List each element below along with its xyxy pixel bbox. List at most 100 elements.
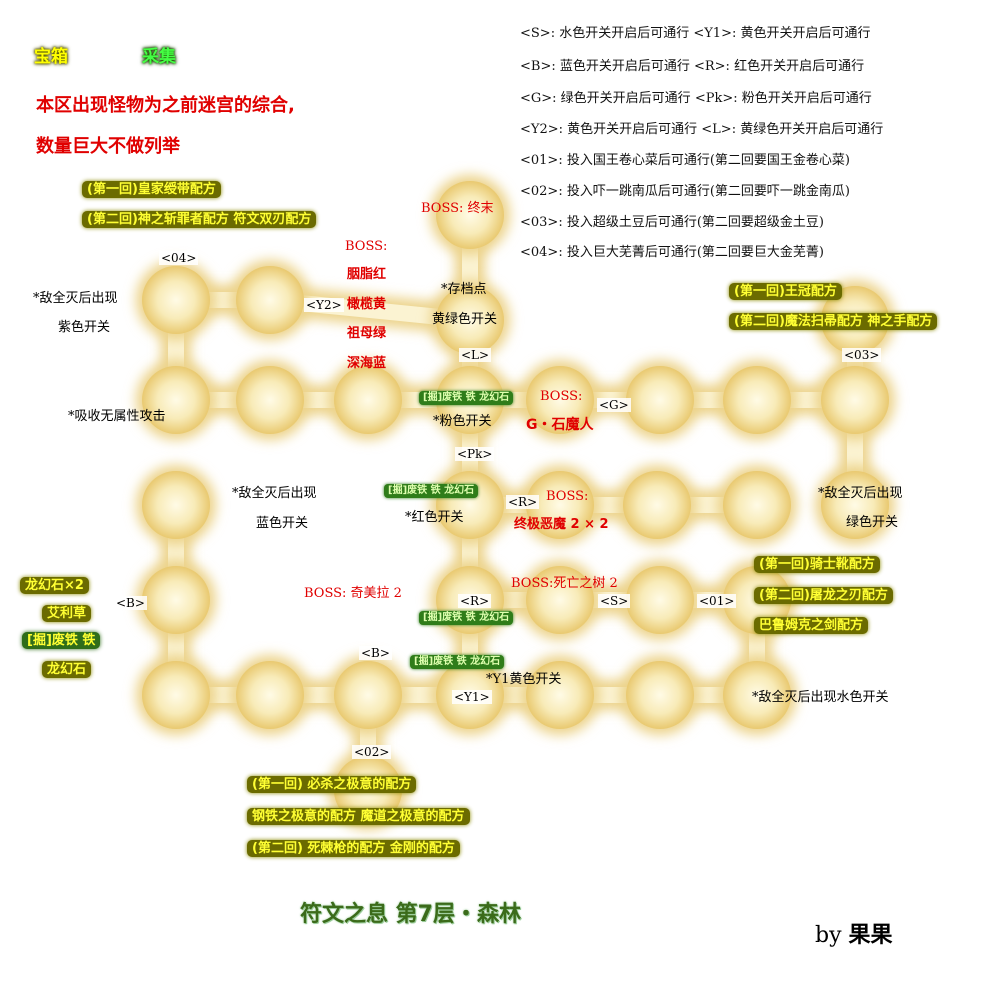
boss-chimera: BOSS: 奇美拉 2 bbox=[304, 586, 402, 601]
chest-e-3: 巴鲁姆克之剑配方 bbox=[754, 617, 869, 634]
legend-line-2: <B>: 蓝色开关开启后可通行 <R>: 红色开关开启后可通行 bbox=[520, 59, 865, 74]
credit-name: 果果 bbox=[848, 923, 893, 948]
chest-nw-2: (第二回)神之斩罪者配方 符文双刃配方 bbox=[82, 211, 317, 228]
legend-line-5: <01>: 投入国王卷心菜后可通行(第二回要国王金卷心菜) bbox=[520, 153, 850, 168]
room bbox=[526, 366, 594, 434]
room bbox=[236, 661, 304, 729]
boss-mid-name-1: 胭脂红 bbox=[347, 267, 387, 282]
gate-pk: <Pk> bbox=[455, 447, 495, 461]
room bbox=[334, 661, 402, 729]
legend-line-1: <S>: 水色开关开启后可通行 <Y1>: 黄色开关开启后可通行 bbox=[520, 26, 871, 41]
credit: by 果果 bbox=[815, 925, 893, 947]
warning-line-1: 本区出现怪物为之前迷宫的综合, bbox=[36, 95, 295, 116]
boss-death-tree: BOSS:死亡之树 2 bbox=[511, 576, 618, 591]
legend-line-4: <Y2>: 黄色开关开启后可通行 <L>: 黄绿色开关开启后可通行 bbox=[520, 122, 884, 137]
chest-s-3: (第二回) 死棘枪的配方 金刚的配方 bbox=[247, 840, 460, 857]
gather-legend-label: 采集 bbox=[142, 47, 176, 67]
gate-03: <03> bbox=[842, 348, 882, 362]
room bbox=[821, 471, 889, 539]
chest-s-1: (第一回) 必杀之极意的配方 bbox=[247, 776, 417, 793]
room bbox=[723, 661, 791, 729]
legend-line-8: <04>: 投入巨大芜菁后可通行(第二回要巨大金芜菁) bbox=[520, 245, 824, 260]
room bbox=[821, 366, 889, 434]
chest-e-1: (第一回)骑士靴配方 bbox=[754, 556, 880, 573]
room bbox=[236, 366, 304, 434]
room bbox=[142, 366, 210, 434]
note-blue-a: *敌全灭后出现 bbox=[232, 486, 317, 501]
gate-b-center: <B> bbox=[359, 646, 392, 660]
chest-s-2: 钢铁之极意的配方 魔道之极意的配方 bbox=[247, 808, 470, 825]
note-green-a: *敌全灭后出现 bbox=[818, 486, 903, 501]
boss-mid-name-4: 深海蓝 bbox=[347, 356, 387, 371]
credit-by: by bbox=[815, 923, 842, 948]
chest-ne-1: (第一回)王冠配方 bbox=[729, 283, 842, 300]
chest-nw-1: (第一回)皇家绶带配方 bbox=[82, 181, 221, 198]
gather-spot-3: [掘]废铁 铁 龙幻石 bbox=[419, 611, 514, 625]
room bbox=[436, 471, 504, 539]
note-blue-b: 蓝色开关 bbox=[256, 516, 309, 531]
gate-g: <G> bbox=[597, 398, 631, 412]
room bbox=[526, 661, 594, 729]
room bbox=[626, 366, 694, 434]
note-yellowgreen-switch: 黄绿色开关 bbox=[432, 312, 498, 327]
note-yellow-switch: *Y1黄色开关 bbox=[486, 672, 562, 687]
room bbox=[626, 661, 694, 729]
gate-r-lower: <R> bbox=[458, 594, 492, 608]
room bbox=[334, 366, 402, 434]
item-west-4: 龙幻石 bbox=[42, 661, 92, 678]
note-nw-b: 紫色开关 bbox=[58, 320, 111, 335]
chest-legend-label: 宝箱 bbox=[34, 47, 68, 67]
note-green-b: 绿色开关 bbox=[846, 515, 899, 530]
room bbox=[526, 471, 594, 539]
gate-y2: <Y2> bbox=[304, 298, 344, 312]
room bbox=[723, 471, 791, 539]
item-west-1: 龙幻石×2 bbox=[20, 577, 89, 594]
note-water-switch: *敌全灭后出现水色开关 bbox=[752, 690, 889, 705]
map-rooms bbox=[136, 175, 895, 830]
legend-line-7: <03>: 投入超级土豆后可通行(第二回要超级金土豆) bbox=[520, 215, 824, 230]
chest-e-2: (第二回)屠龙之刃配方 bbox=[754, 587, 893, 604]
boss-top: BOSS: 终末 bbox=[421, 201, 494, 216]
gate-01: <01> bbox=[697, 594, 737, 608]
item-west-2: 艾利草 bbox=[42, 605, 92, 622]
gate-b-west: <B> bbox=[114, 596, 147, 610]
legend-line-3: <G>: 绿色开关开启后可通行 <Pk>: 粉色开关开启后可通行 bbox=[520, 91, 872, 106]
item-west-3: [掘]废铁 铁 bbox=[22, 632, 101, 649]
gate-02: <02> bbox=[352, 745, 392, 759]
room bbox=[723, 366, 791, 434]
note-pink-switch: *粉色开关 bbox=[433, 414, 492, 429]
room bbox=[236, 266, 304, 334]
room bbox=[526, 566, 594, 634]
note-red-switch: *红色开关 bbox=[405, 510, 464, 525]
gate-r-upper: <R> bbox=[506, 495, 540, 509]
boss-golem-name: G・石魔人 bbox=[526, 417, 594, 433]
boss-mid-name-2: 橄榄黄 bbox=[347, 297, 387, 312]
room bbox=[142, 471, 210, 539]
gate-y1: <Y1> bbox=[452, 690, 492, 704]
room bbox=[142, 661, 210, 729]
room bbox=[142, 266, 210, 334]
boss-demon-name: 终极恶魔 2 × 2 bbox=[514, 517, 609, 532]
chest-ne-2: (第二回)魔法扫帚配方 神之手配方 bbox=[729, 313, 938, 330]
room bbox=[436, 181, 504, 249]
boss-golem-label: BOSS: bbox=[540, 389, 583, 404]
map-title: 符文之息 第7层・森林 bbox=[300, 902, 521, 927]
boss-mid-name-3: 祖母绿 bbox=[347, 326, 387, 341]
gather-spot-4: [掘]废铁 铁 龙幻石 bbox=[410, 655, 505, 669]
warning-line-2: 数量巨大不做列举 bbox=[36, 136, 180, 157]
room bbox=[142, 566, 210, 634]
gate-s: <S> bbox=[598, 594, 631, 608]
boss-mid-label: BOSS: bbox=[345, 239, 388, 254]
note-nw-a: *敌全灭后出现 bbox=[33, 291, 118, 306]
room bbox=[623, 471, 691, 539]
gather-spot-1: [掘]废铁 铁 龙幻石 bbox=[419, 391, 514, 405]
room bbox=[626, 566, 694, 634]
legend-line-6: <02>: 投入吓一跳南瓜后可通行(第二回要吓一跳金南瓜) bbox=[520, 184, 850, 199]
note-save-point: *存档点 bbox=[441, 282, 487, 297]
note-absorb: *吸收无属性攻击 bbox=[68, 409, 166, 424]
gate-l: <L> bbox=[459, 348, 492, 362]
gate-04: <04> bbox=[159, 251, 199, 265]
room bbox=[436, 286, 504, 354]
boss-demon-label: BOSS: bbox=[546, 489, 589, 504]
gather-spot-2: [掘]废铁 铁 龙幻石 bbox=[384, 484, 479, 498]
